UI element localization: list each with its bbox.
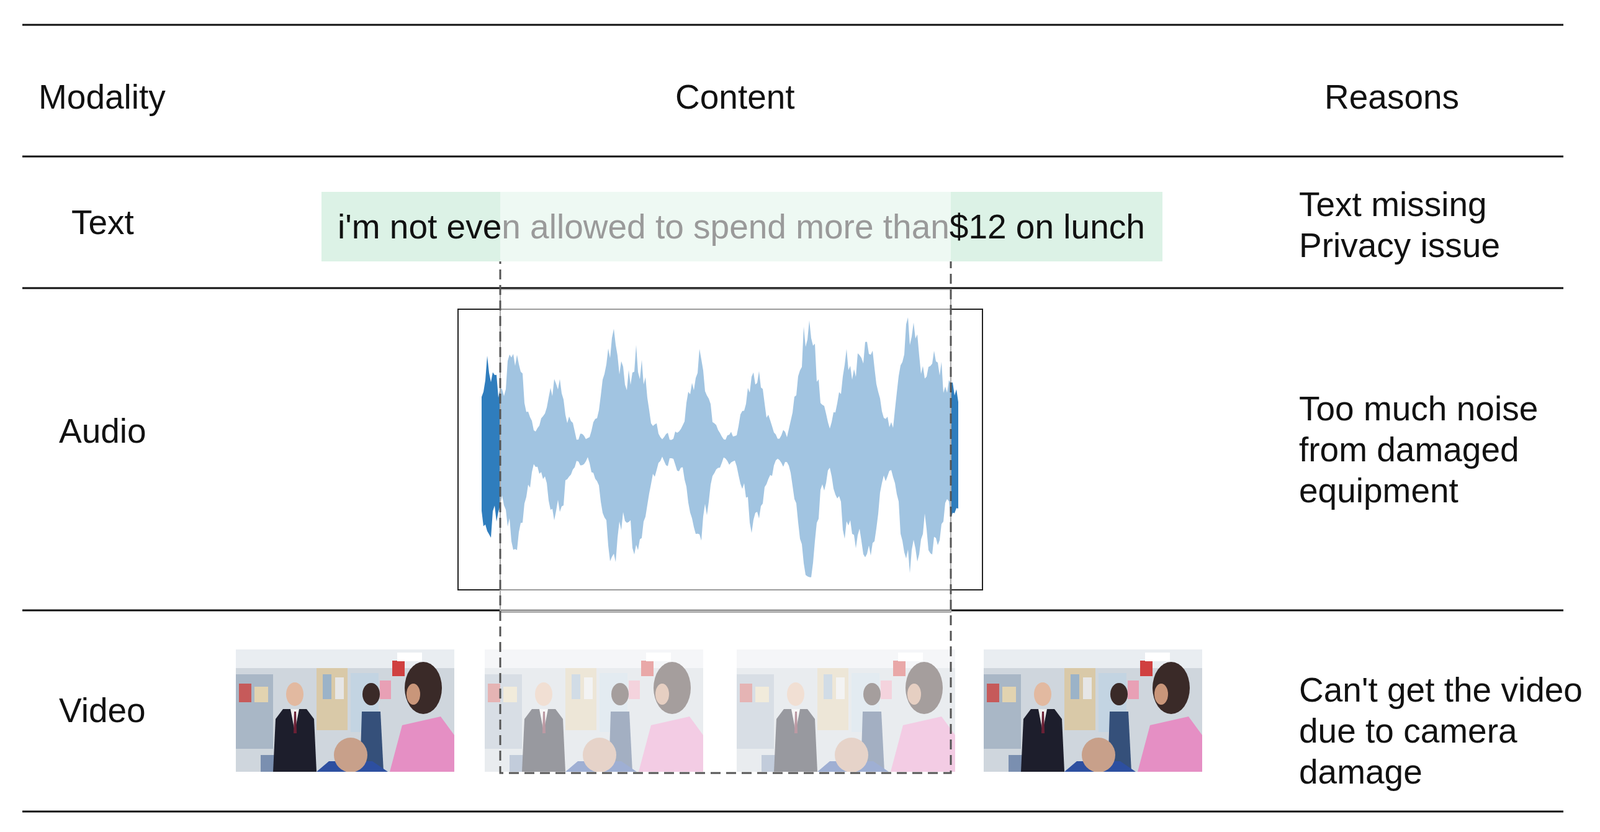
header-cell: Content (675, 76, 796, 118)
table-rule (22, 810, 1564, 813)
table-rule (22, 155, 1564, 158)
sentence-text: i'm not eve (337, 206, 502, 248)
sentence-text: $12 on lunch (949, 206, 1146, 248)
video-frame (235, 649, 455, 773)
highlight-box: i'm not even allowed to spend more than$… (321, 191, 1163, 262)
missing-region (500, 196, 951, 773)
row-label: Audio (58, 410, 147, 452)
header-cell: Modality (38, 76, 166, 118)
reason-text: Privacy issue (1298, 224, 1591, 266)
table-rule (22, 24, 1564, 27)
header-cell: Reasons (1324, 76, 1460, 118)
missing-text: n allowed to spend more than (501, 206, 950, 248)
reason-text: Too much noise from damaged equipment (1298, 387, 1591, 511)
row-label: Text (71, 201, 135, 243)
reason-text: Can't get the video due to camera damage (1298, 669, 1591, 792)
video-frame (484, 649, 704, 773)
video-frame (983, 649, 1203, 773)
reason-text: Text missing (1298, 183, 1591, 225)
missing-overlay (500, 289, 951, 612)
video-frame (736, 649, 956, 773)
row-label: Video (58, 689, 146, 731)
